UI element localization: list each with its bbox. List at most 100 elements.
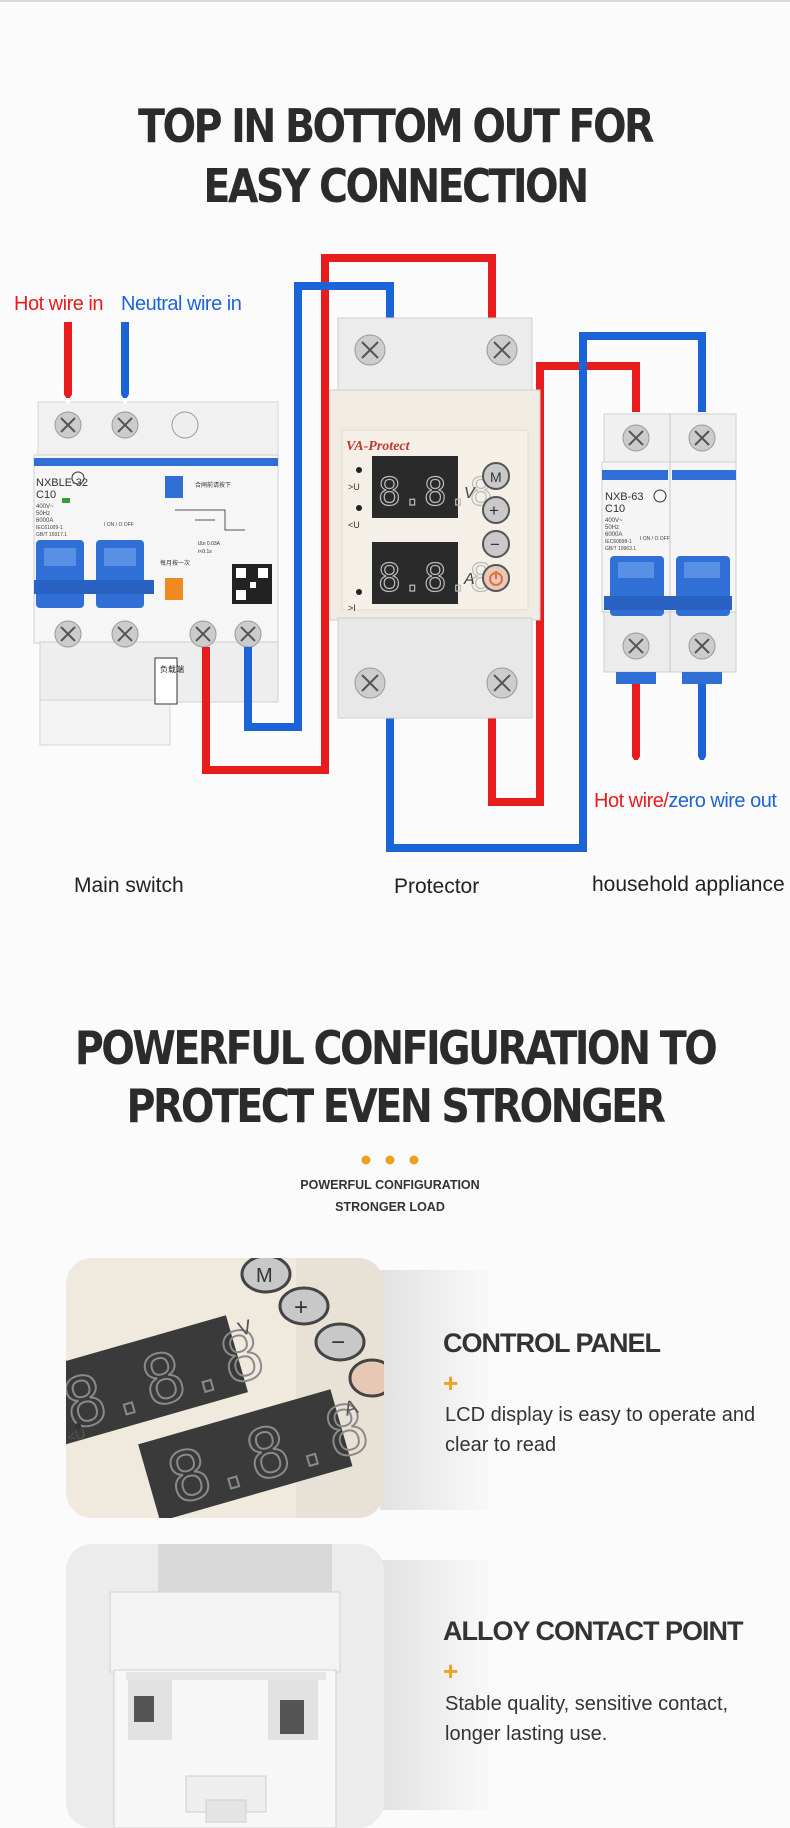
main-test-button xyxy=(165,476,183,498)
section2-title-line2: PROTECT EVEN STRONGER xyxy=(126,1079,666,1133)
main-standard: IEC61009-1 xyxy=(36,525,63,531)
main-rating-text: C10 xyxy=(36,489,56,501)
protector-device: VA-Protect >U <U >I 8.8.8 V 8.8.8 A M + … xyxy=(329,317,541,719)
wiring-diagram: NXBLE-32 C10 400V~ 50Hz 6000A IEC61009-1… xyxy=(33,254,737,852)
section2-subtitle-1: POWERFUL CONFIGURATION xyxy=(300,1178,480,1192)
main-spec3: 6000A xyxy=(36,518,53,524)
hot-wire-in-label: Hot wire in xyxy=(14,293,103,315)
main-standard2: GB/T 16917.1 xyxy=(36,532,67,538)
output-wire-label: Hot wire/zero wire out xyxy=(594,790,777,813)
app-standard2: GB/T 10963.1 xyxy=(605,546,636,552)
circuit-schematic xyxy=(175,509,245,531)
hot-wire-out-text: Hot wire/ xyxy=(594,790,669,812)
app-standard: IEC60898-1 xyxy=(605,539,632,545)
main-spec2: 50Hz xyxy=(36,511,50,517)
main-screw-5 xyxy=(189,620,217,648)
main-test-hole xyxy=(171,411,199,439)
app-spec1: 400V~ xyxy=(605,518,623,524)
main-trip-time: t<0.1s xyxy=(198,549,212,555)
caption-household-appliance: household appliance xyxy=(592,873,785,896)
main-screw-2 xyxy=(111,411,139,439)
top-divider xyxy=(0,0,790,2)
cert-mark-icon xyxy=(71,471,85,485)
caption-protector: Protector xyxy=(394,875,480,898)
main-screw-4 xyxy=(111,620,139,648)
section1-title-line2: EASY CONNECTION xyxy=(203,159,589,213)
feature1-description: LCD display is easy to operate and clear… xyxy=(445,1404,756,1456)
app-model-text: NXB-63 xyxy=(605,491,644,503)
neutral-wire-main-to-protector xyxy=(244,282,394,731)
section1-title-line1: TOP IN BOTTOM OUT FOR xyxy=(138,99,654,153)
photo-shadow-2 xyxy=(380,1560,500,1810)
load-side-label xyxy=(154,657,178,705)
main-reset-button xyxy=(165,578,183,600)
neutral-wire-protector-to-appliance xyxy=(386,332,706,852)
photo-button-plus: + xyxy=(278,1286,330,1326)
photo-display-a xyxy=(138,1389,353,1518)
svg-text:+: + xyxy=(489,501,499,520)
main-leak-spec: IΔn 0.03A xyxy=(198,541,221,547)
voltage-display xyxy=(372,456,458,518)
app-screw-3 xyxy=(622,632,650,660)
protector-brand: VA-Protect xyxy=(346,439,411,454)
feature2-title: ALLOY CONTACT POINT xyxy=(443,1616,743,1646)
led-over-i: >I xyxy=(348,603,356,613)
zero-wire-out-text: zero wire out xyxy=(668,790,777,812)
main-screw-3 xyxy=(54,620,82,648)
appliance-breaker-device: NXB-63 C10 400V~ 50Hz 6000A IEC60898-1 G… xyxy=(601,413,737,684)
led-under-u: <U xyxy=(348,520,360,530)
main-indicator xyxy=(62,498,70,503)
main-cn-label: 合闸前请按下 xyxy=(195,481,231,489)
feature2-description: Stable quality, sensitive contact, longe… xyxy=(445,1693,729,1745)
led-over-u: >U xyxy=(348,482,360,492)
feature2-plus-icon: + xyxy=(443,1656,459,1686)
load-side-text: 负载端 xyxy=(160,664,184,674)
app-screw-4 xyxy=(688,632,716,660)
app-screw-2 xyxy=(688,424,716,452)
feature1-title: CONTROL PANEL xyxy=(443,1328,661,1358)
app-screw-1 xyxy=(622,424,650,452)
svg-text:−: − xyxy=(331,1329,345,1356)
main-spec1: 400V~ xyxy=(36,504,54,510)
main-model-text: NXBLE-32 xyxy=(36,477,88,489)
main-on-off: I ON / O OFF xyxy=(104,522,134,528)
caption-main-switch: Main switch xyxy=(74,874,184,897)
voltage-display-digits: 8.8.8 xyxy=(378,470,492,514)
unit-a: A xyxy=(463,571,475,588)
neutral-wire-in-label: Neutral wire in xyxy=(121,293,242,315)
app-spec3: 6000A xyxy=(605,532,622,538)
app-spec2: 50Hz xyxy=(605,525,619,531)
current-display xyxy=(372,542,458,604)
main-toggle-1 xyxy=(36,540,84,608)
protector-plus-button: + xyxy=(482,496,510,524)
main-screw-6 xyxy=(234,620,262,648)
unit-v: V xyxy=(464,485,476,502)
protector-screw-1 xyxy=(354,334,386,366)
photo-button-m: M xyxy=(240,1258,292,1294)
alloy-contact-photo xyxy=(66,1544,384,1828)
main-screw-1 xyxy=(54,411,82,439)
photo-power-icon xyxy=(348,1358,384,1398)
contact-slot-right xyxy=(280,1700,304,1734)
decorative-dots xyxy=(361,1155,419,1165)
svg-text:+: + xyxy=(294,1294,308,1321)
protector-screw-2 xyxy=(486,334,518,366)
protector-m-button: M xyxy=(482,462,510,490)
svg-text:−: − xyxy=(490,535,500,554)
photo-button-minus: − xyxy=(314,1322,366,1362)
current-display-digits: 8.8.8 xyxy=(378,556,492,600)
section2-subtitle-2: STRONGER LOAD xyxy=(335,1200,445,1214)
photo-display-v xyxy=(66,1315,248,1448)
protector-minus-button: − xyxy=(482,530,510,558)
app-rating-text: C10 xyxy=(605,503,625,515)
control-panel-photo: 8.8.8 8.8.8 otect V A M + − <U xyxy=(66,1258,384,1518)
protector-power-icon xyxy=(482,564,510,592)
svg-text:M: M xyxy=(256,1265,273,1287)
photo-led-label: <U xyxy=(66,1425,87,1445)
photo-shadow-1 xyxy=(380,1270,500,1510)
svg-text:M: M xyxy=(490,469,502,485)
app-on-off: I ON / O OFF xyxy=(640,536,670,542)
main-cn-monthly: 每月按一次 xyxy=(160,559,190,567)
protector-screw-4 xyxy=(486,667,518,699)
